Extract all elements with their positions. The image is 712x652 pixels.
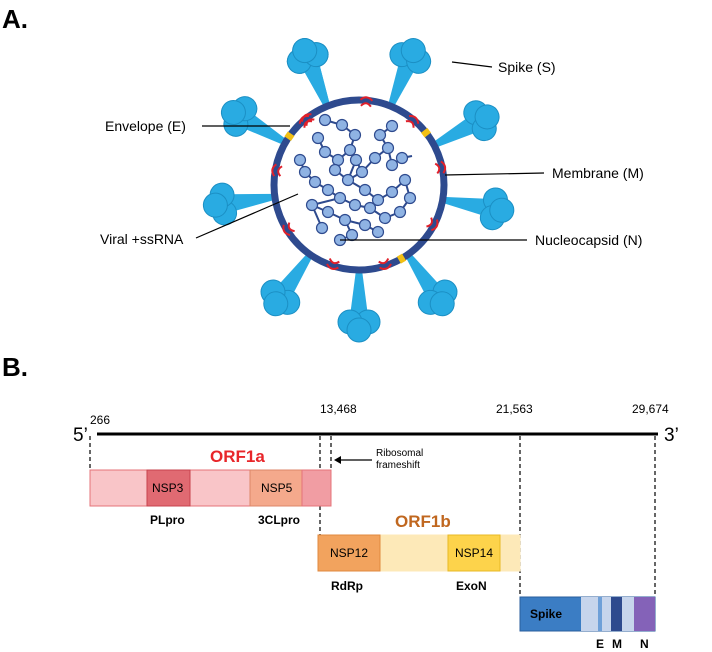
panel-b-letter: B.: [2, 352, 28, 382]
3clpro-label: 3CLpro: [258, 513, 300, 527]
frameshift-label: Ribosomal frameshift: [376, 448, 426, 471]
nucleocapsid-label: Nucleocapsid (N): [535, 232, 642, 248]
m-gene-label: M: [612, 637, 622, 651]
interm-box-1: [602, 597, 611, 631]
rna-label: Viral +ssRNA: [100, 231, 184, 247]
nucleocapsid-bead: [385, 185, 399, 199]
position-21563: 21,563: [496, 402, 533, 416]
nsp14-label: NSP14: [455, 546, 493, 560]
interm-box-2: [622, 597, 634, 631]
nucleocapsid-bead: [381, 141, 395, 155]
nucleocapsid-bead: [341, 173, 355, 187]
nucleocapsid-bead: [373, 128, 387, 142]
position-266: 266: [90, 413, 110, 427]
nucleocapsid-bead: [385, 158, 399, 172]
nucleocapsid-bead: [349, 153, 363, 167]
nucleocapsid-bead: [321, 183, 335, 197]
orf3-box: [581, 597, 598, 631]
e-gene-label: E: [596, 637, 604, 651]
panel-a-letter: A.: [2, 4, 28, 34]
nucleocapsid-bead: [348, 128, 362, 142]
nucleocapsid-bead: [335, 118, 349, 132]
e-gene-box: [598, 597, 602, 631]
virion-envelope: [270, 96, 448, 274]
nucleocapsid-bead: [398, 173, 412, 187]
nucleocapsid-bead: [385, 119, 399, 133]
five-prime-label: 5’: [73, 425, 88, 446]
nucleocapsid-bead: [348, 198, 362, 212]
orf1a-title: ORF1a: [210, 447, 265, 466]
nucleocapsid-bead: [371, 225, 385, 239]
nucleocapsid-bead: [343, 143, 357, 157]
plpro-label: PLpro: [150, 513, 185, 527]
nucleocapsid-bead: [393, 205, 407, 219]
spike-protein: [337, 269, 381, 343]
nucleocapsid-bead: [395, 151, 409, 165]
m-gene-box: [611, 597, 622, 631]
nucleocapsid-bead: [355, 165, 369, 179]
nucleocapsid-bead: [293, 153, 307, 167]
nucleocapsid-bead: [305, 198, 319, 212]
viral-rna: [293, 113, 417, 247]
exon-label: ExoN: [456, 579, 487, 593]
nsp12-box: [317, 534, 381, 572]
envelope-protein: [396, 253, 407, 264]
nsp12-label: NSP12: [330, 546, 368, 560]
nucleocapsid-bead: [311, 131, 325, 145]
envelope-protein: [421, 127, 431, 138]
nucleocapsid-bead: [371, 193, 385, 207]
nucleocapsid-bead: [345, 228, 359, 242]
nsp5-label: NSP5: [261, 481, 293, 495]
nucleocapsid-bead: [318, 145, 332, 159]
nucleocapsid-bead: [363, 201, 377, 215]
nsp14-box: [447, 534, 501, 572]
spike-label: Spike (S): [498, 59, 556, 75]
nucleocapsid-bead: [333, 191, 347, 205]
nucleocapsid-bead: [358, 218, 372, 232]
nsp5-box: [249, 469, 303, 507]
nucleocapsid-bead: [403, 191, 417, 205]
nucleocapsid-bead: [378, 211, 392, 225]
membrane-label: Membrane (M): [552, 165, 644, 181]
orf1a-end-box: [301, 469, 332, 507]
three-prime-label: 3’: [664, 425, 679, 446]
frameshift-arrowhead: [334, 456, 341, 464]
n-gene-box: [634, 597, 655, 631]
nucleocapsid-bead: [321, 205, 335, 219]
position-13468: 13,468: [320, 402, 357, 416]
orf1b-title: ORF1b: [395, 512, 451, 531]
nucleocapsid-bead: [315, 221, 329, 235]
nucleocapsid-bead: [331, 153, 345, 167]
nucleocapsid-bead: [308, 175, 322, 189]
spike-protein: [438, 178, 518, 234]
n-gene-label: N: [640, 637, 649, 651]
envelope-label: Envelope (E): [105, 118, 186, 134]
envelope-protein: [284, 131, 295, 141]
nucleocapsid-bead: [338, 213, 352, 227]
callout-lines: [195, 61, 545, 241]
nsp3-label: NSP3: [152, 481, 184, 495]
spike-gene-label: Spike: [530, 607, 562, 621]
position-29674: 29,674: [632, 402, 669, 416]
nucleocapsid-bead: [368, 151, 382, 165]
rdrp-label: RdRp: [331, 579, 363, 593]
nsp3-box: [146, 469, 191, 507]
nucleocapsid-bead: [318, 113, 332, 127]
nucleocapsid-bead: [328, 163, 342, 177]
nucleocapsid-bead: [298, 165, 312, 179]
nucleocapsid-bead: [358, 183, 372, 197]
envelope-proteins: [284, 127, 431, 264]
